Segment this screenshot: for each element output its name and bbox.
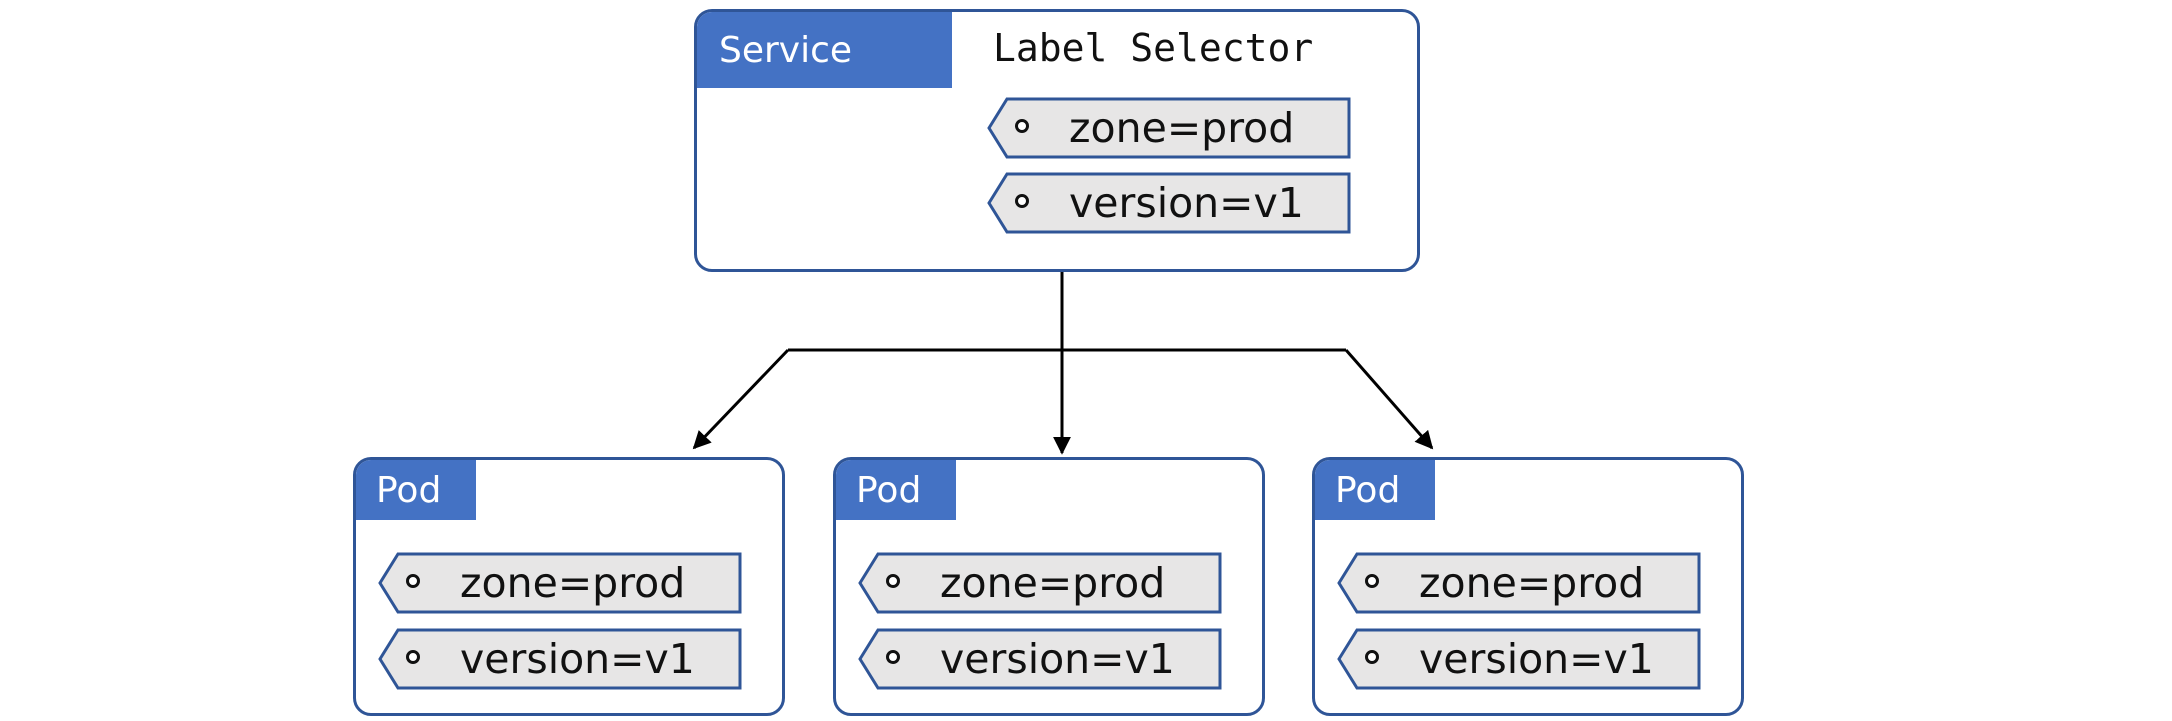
- tag-hole-icon: [406, 650, 420, 664]
- service-label-text: zone=prod: [1069, 104, 1295, 152]
- pod-label-tag-zone: zone=prod: [1337, 552, 1701, 614]
- pod-header: Pod: [1315, 460, 1435, 520]
- tag-shape: [858, 628, 1222, 690]
- pod-header: Pod: [356, 460, 476, 520]
- label-selector-title: Label Selector: [993, 26, 1314, 70]
- tag-hole-icon: [1365, 574, 1379, 588]
- pod-box-1: Pod zone=prod version=v1: [353, 457, 785, 716]
- tag-shape: [1337, 628, 1701, 690]
- tag-hole-icon: [886, 574, 900, 588]
- service-header: Service: [697, 12, 952, 88]
- tag-shape: [378, 552, 742, 614]
- pod-label-tag-zone: zone=prod: [858, 552, 1222, 614]
- service-box: Service Label Selector zone=prod version…: [694, 9, 1420, 272]
- pod-label-text: version=v1: [460, 635, 695, 683]
- tag-hole-icon: [1015, 194, 1029, 208]
- tag-shape: [858, 552, 1222, 614]
- tag-hole-icon: [406, 574, 420, 588]
- pod-label-text: zone=prod: [1419, 559, 1645, 607]
- pod-label-tag-zone: zone=prod: [378, 552, 742, 614]
- service-label-tag-version: version=v1: [987, 172, 1351, 234]
- tag-hole-icon: [1015, 119, 1029, 133]
- tag-hole-icon: [886, 650, 900, 664]
- tag-shape: [987, 172, 1351, 234]
- tag-hole-icon: [1365, 650, 1379, 664]
- service-label-text: version=v1: [1069, 179, 1304, 227]
- pod-box-2: Pod zone=prod version=v1: [833, 457, 1265, 716]
- arrow-to-pod-3: [1344, 349, 1434, 450]
- pod-label-text: version=v1: [940, 635, 1175, 683]
- tag-shape: [378, 628, 742, 690]
- pod-label-tag-version: version=v1: [378, 628, 742, 690]
- pod-label-tag-version: version=v1: [858, 628, 1222, 690]
- pod-label-text: zone=prod: [460, 559, 686, 607]
- pod-label-text: version=v1: [1419, 635, 1654, 683]
- tag-shape: [1337, 552, 1701, 614]
- pod-box-3: Pod zone=prod version=v1: [1312, 457, 1744, 716]
- tag-shape: [987, 97, 1351, 159]
- pod-label-tag-version: version=v1: [1337, 628, 1701, 690]
- arrow-to-pod-1: [692, 348, 790, 450]
- pod-label-text: zone=prod: [940, 559, 1166, 607]
- pod-header: Pod: [836, 460, 956, 520]
- service-label-tag-zone: zone=prod: [987, 97, 1351, 159]
